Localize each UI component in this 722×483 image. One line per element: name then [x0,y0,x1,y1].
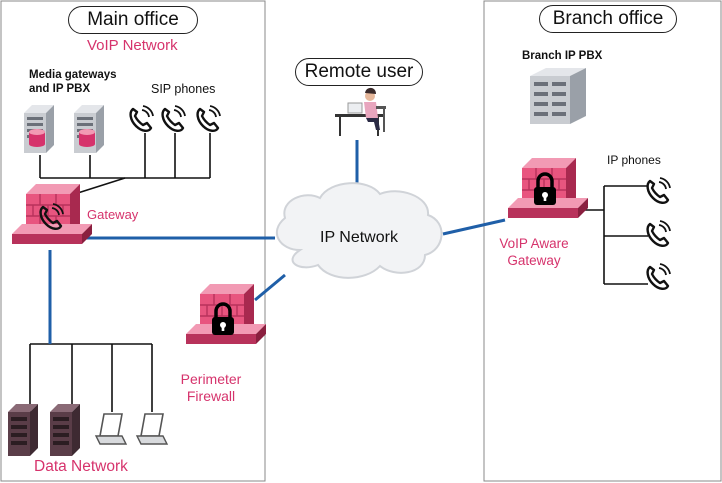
ip-phone-3 [646,262,672,290]
voip-network-label: VoIP Network [87,37,178,54]
branch-pbx-label: Branch IP PBX [522,50,603,62]
ip-phone-2 [646,219,672,247]
perimeter-firewall-icon [185,283,267,345]
voip-aware-gateway-label-line1: VoIP Aware [499,236,569,251]
media-gateways-label-line2: and IP PBX [29,83,91,95]
laptop-icon-2 [136,413,168,445]
voip-wiring [39,133,211,199]
database-icon [29,129,45,147]
ip-phones-label: IP phones [607,153,661,167]
data-wiring [29,343,153,420]
branch-office-title: Branch office [539,5,677,33]
gateway-label: Gateway [87,207,139,222]
media-gateway-server-1 [24,105,54,153]
media-gateways-label-line1: Media gateways [29,69,117,81]
main-office-box [0,0,266,482]
main-office-title: Main office [68,6,198,34]
sip-phone-1 [129,104,155,132]
branch-office-box [483,0,722,482]
data-server-1 [8,404,38,456]
media-gateway-server-2 [74,105,104,153]
cloud-icon [276,182,443,279]
ip-phone-1 [646,176,672,204]
branch-office-title-text: Branch office [552,8,664,29]
laptop-icon-1 [95,413,127,445]
ip-phone-wiring [580,185,648,285]
sip-phones-label: SIP phones [151,82,216,96]
remote-user-title: Remote user [295,58,423,86]
branch-pbx-server-icon [530,68,586,124]
sip-phone-2 [161,104,187,132]
sip-phone-3 [196,104,222,132]
remote-user-icon [335,87,386,136]
data-network-label: Data Network [34,458,128,475]
ip-network-label: IP Network [320,229,398,246]
gateway-firewall-icon [11,183,93,245]
ip-links [48,140,506,344]
perimeter-firewall-label-line1: Perimeter [180,371,242,387]
data-server-2 [50,404,80,456]
voip-aware-gateway-icon [507,157,589,219]
main-office-title-text: Main office [87,9,179,30]
remote-user-title-text: Remote user [304,61,414,82]
voip-aware-gateway-label-line2: Gateway [507,253,561,268]
perimeter-firewall-label-line2: Firewall [186,388,236,404]
